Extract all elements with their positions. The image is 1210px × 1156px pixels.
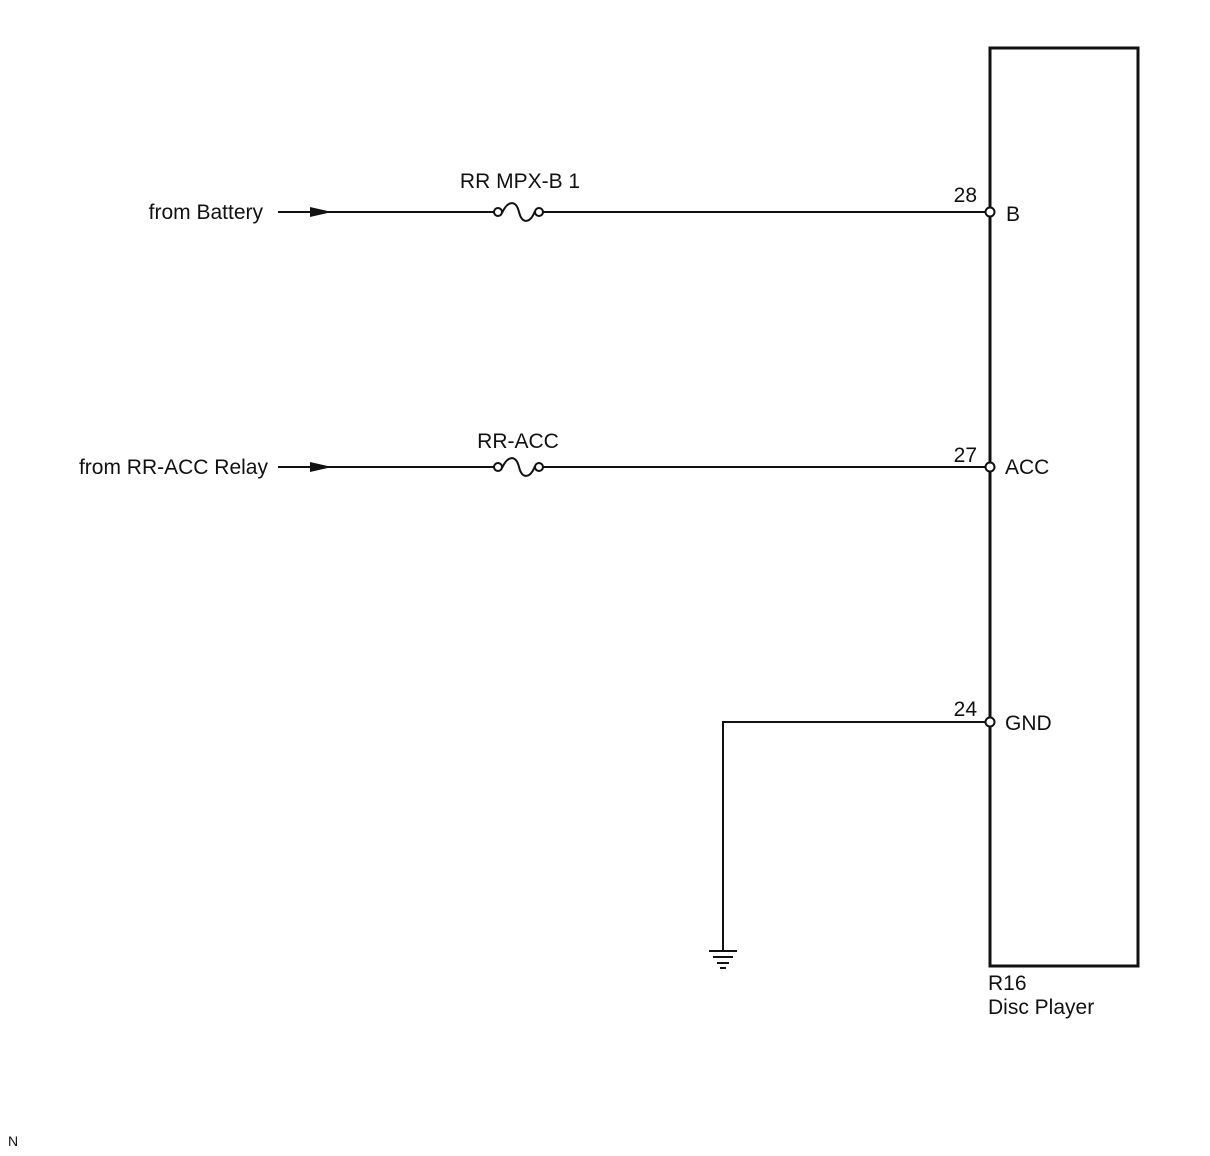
terminal-icon	[984, 461, 996, 473]
component-name: Disc Player	[988, 996, 1095, 1019]
battery-pin-number: 28	[953, 184, 977, 207]
fuse-icon	[493, 457, 544, 477]
ground-icon	[709, 950, 737, 969]
acc-pin-number: 27	[953, 444, 977, 467]
connector-code: R16	[988, 972, 1027, 995]
ground-circuit	[709, 716, 996, 969]
arrow-icon	[310, 207, 332, 217]
acc-pin-name: ACC	[1005, 456, 1050, 479]
acc-source-label: from RR-ACC Relay	[78, 456, 268, 479]
terminal-icon	[984, 716, 996, 728]
battery-circuit	[278, 202, 996, 222]
corner-mark: N	[8, 1133, 19, 1149]
acc-fuse-label: RR-ACC	[477, 430, 559, 453]
disc-player-box	[988, 46, 1140, 968]
arrow-icon	[310, 462, 332, 472]
acc-circuit	[278, 457, 996, 477]
ground-wire	[722, 721, 986, 950]
ground-pin-number: 24	[953, 698, 977, 721]
battery-pin-name: B	[1006, 203, 1021, 226]
terminal-icon	[984, 206, 996, 218]
ground-pin-name: GND	[1005, 712, 1052, 735]
battery-source-label: from Battery	[148, 201, 263, 224]
battery-fuse-label: RR MPX-B 1	[459, 170, 581, 193]
fuse-icon	[493, 202, 544, 222]
